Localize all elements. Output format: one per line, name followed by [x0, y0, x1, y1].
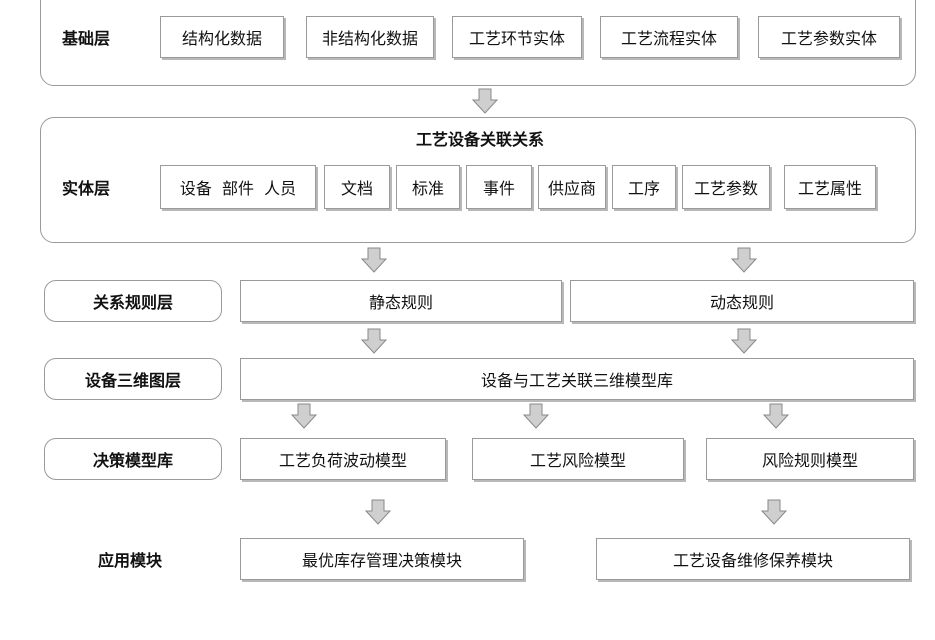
- base-item-unstructured-data: 非结构化数据: [306, 16, 434, 58]
- entity-layer-title: 工艺设备关联关系: [380, 126, 580, 150]
- static-rules-box: 静态规则: [240, 280, 562, 322]
- entity-item-documents: 文档: [324, 165, 390, 209]
- model3d-layer-label: 设备三维图层: [44, 358, 222, 400]
- base-item-process-step-entity: 工艺环节实体: [452, 16, 582, 58]
- risk-rule-model-box: 风险规则模型: [706, 438, 914, 480]
- entity-item-process-parameters: 工艺参数: [682, 165, 770, 209]
- down-arrow-icon: [290, 402, 318, 430]
- decision-layer-label: 决策模型库: [44, 438, 222, 480]
- down-arrow-icon: [360, 246, 388, 274]
- down-arrow-icon: [730, 246, 758, 274]
- base-item-process-flow-entity: 工艺流程实体: [600, 16, 738, 58]
- entity-item-suppliers: 供应商: [538, 165, 606, 209]
- down-arrow-icon: [730, 327, 758, 355]
- equipment-maintenance-module: 工艺设备维修保养模块: [596, 538, 910, 580]
- equipment-process-3d-model-library: 设备与工艺关联三维模型库: [240, 358, 914, 400]
- down-arrow-icon: [360, 327, 388, 355]
- dynamic-rules-box: 动态规则: [570, 280, 914, 322]
- rule-layer-label: 关系规则层: [44, 280, 222, 322]
- app-layer-label: 应用模块: [98, 544, 162, 574]
- down-arrow-icon: [471, 87, 499, 115]
- base-item-structured-data: 结构化数据: [160, 16, 284, 58]
- entity-item-events: 事件: [466, 165, 532, 209]
- down-arrow-icon: [364, 498, 392, 526]
- entity-item-standards: 标准: [396, 165, 460, 209]
- entity-item-equipment-parts-personnel: 设备 部件 人员: [160, 165, 316, 209]
- base-layer-label: 基础层: [62, 22, 110, 52]
- load-fluctuation-model-box: 工艺负荷波动模型: [240, 438, 446, 480]
- down-arrow-icon: [760, 498, 788, 526]
- entity-item-process-step: 工序: [612, 165, 676, 209]
- process-risk-model-box: 工艺风险模型: [472, 438, 684, 480]
- entity-item-process-attributes: 工艺属性: [784, 165, 876, 209]
- entity-layer-label: 实体层: [62, 172, 110, 202]
- down-arrow-icon: [762, 402, 790, 430]
- optimal-inventory-decision-module: 最优库存管理决策模块: [240, 538, 524, 580]
- down-arrow-icon: [522, 402, 550, 430]
- base-item-process-parameter-entity: 工艺参数实体: [758, 16, 900, 58]
